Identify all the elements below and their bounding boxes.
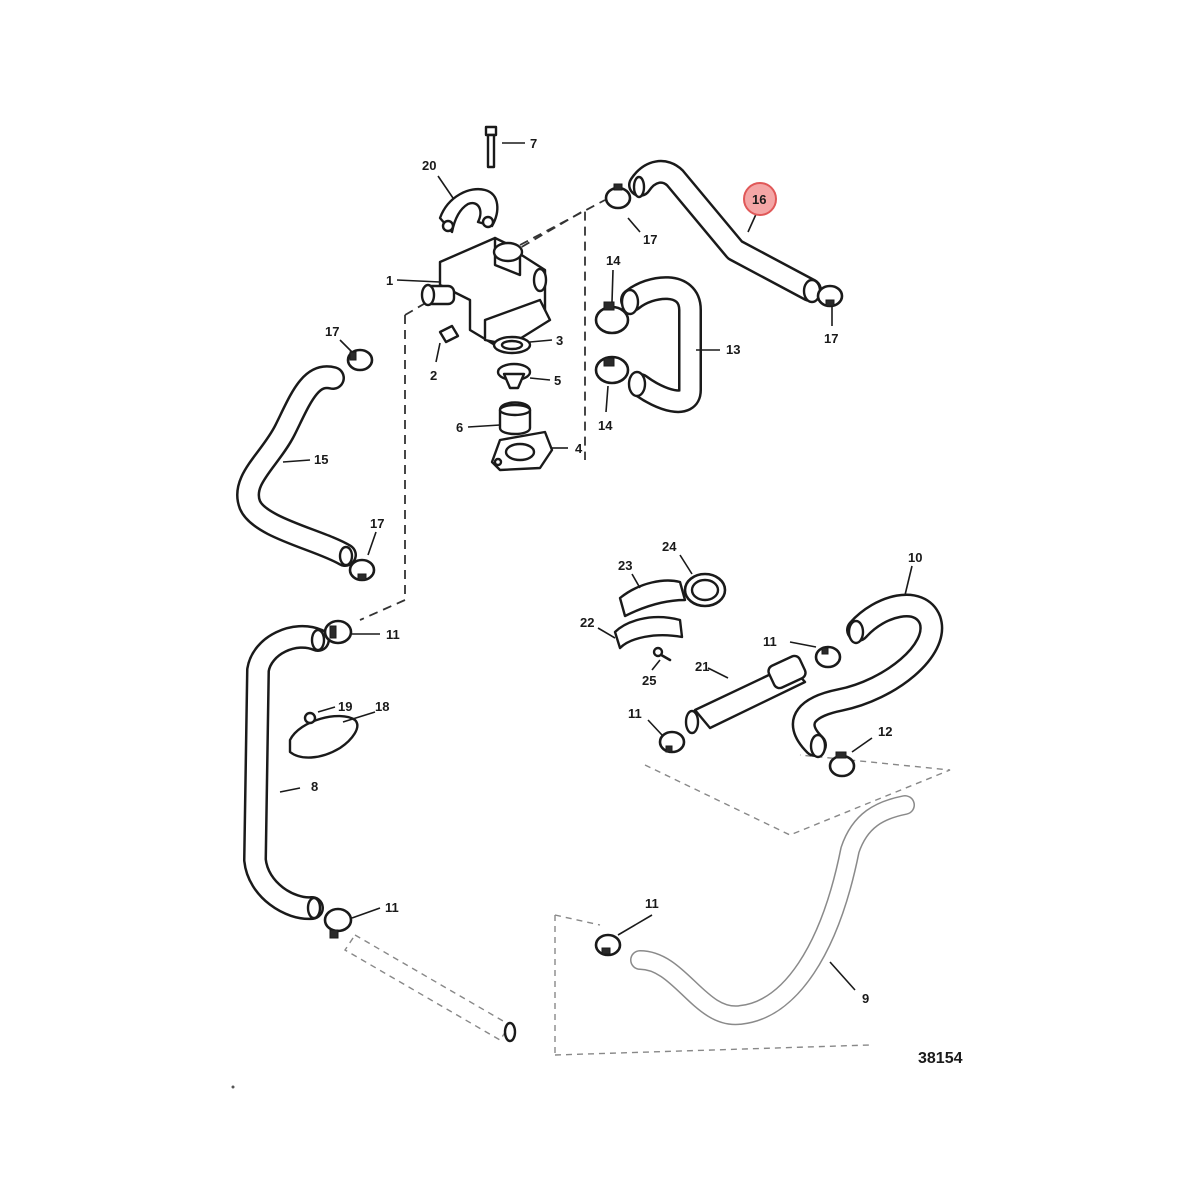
bracket-part-20 <box>437 175 499 234</box>
clamp-17-top <box>604 183 641 233</box>
clamp-12 <box>828 737 873 778</box>
bracket-part-22 <box>597 615 684 650</box>
callout-labels: 1 2 3 4 5 6 7 8 9 10 11 11 11 11 11 12 1… <box>311 136 922 1006</box>
callout-3: 3 <box>556 333 563 348</box>
clamp-14-upper <box>594 269 630 335</box>
screw-part-19 <box>303 706 336 725</box>
callout-23: 23 <box>618 558 632 573</box>
bolt-part-7 <box>484 125 525 169</box>
callout-11-left-upper: 11 <box>386 627 400 642</box>
hose-part-10 <box>791 565 944 759</box>
callout-7: 7 <box>530 136 537 151</box>
callout-14-lower: 14 <box>598 418 613 433</box>
callout-13: 13 <box>726 342 740 357</box>
callout-4: 4 <box>575 441 583 456</box>
callout-15: 15 <box>314 452 328 467</box>
gasket-part-3 <box>492 335 553 355</box>
callout-24: 24 <box>662 539 677 554</box>
thermostat-housing-part-1 <box>396 236 552 347</box>
upper-hose-part-16 <box>628 159 822 304</box>
callout-12: 12 <box>878 724 892 739</box>
callout-8: 8 <box>311 779 318 794</box>
clamp-11-tube <box>647 719 686 754</box>
callout-9: 9 <box>862 991 869 1006</box>
sleeve-part-23 <box>618 573 687 618</box>
clamp-11-left-lower <box>323 907 381 939</box>
callout-11-left-lower: 11 <box>385 900 399 915</box>
callout-11-bottom: 11 <box>645 896 659 911</box>
clamp-17-right <box>816 284 844 326</box>
callout-11-center: 11 <box>763 634 777 649</box>
highlight-circle-16 <box>743 182 777 216</box>
callout-17-right: 17 <box>824 331 838 346</box>
cover-part-4 <box>490 430 568 472</box>
callout-18: 18 <box>375 699 389 714</box>
figure-number: 38154 <box>918 1050 963 1067</box>
u-hose-part-13 <box>620 276 720 414</box>
lower-pipe-ghost <box>344 934 517 1043</box>
fitting-part-2 <box>435 324 460 363</box>
strap-part-18 <box>288 711 376 759</box>
callout-22: 22 <box>580 615 594 630</box>
callout-17-top: 17 <box>643 232 657 247</box>
tube-part-21 <box>684 654 807 735</box>
callout-17-left: 17 <box>325 324 339 339</box>
callout-25: 25 <box>642 673 656 688</box>
lower-hose-part-9 <box>630 795 915 1026</box>
long-hose-part-8 <box>243 624 330 921</box>
clamp-17-lower <box>348 531 377 582</box>
callout-14-upper: 14 <box>606 253 621 268</box>
callout-6: 6 <box>456 420 463 435</box>
callout-17-lower: 17 <box>370 516 384 531</box>
clamp-14-lower <box>594 355 630 413</box>
stray-mark <box>231 1085 235 1089</box>
left-hose-part-15 <box>236 365 357 567</box>
callout-19: 19 <box>338 699 352 714</box>
callout-2: 2 <box>430 368 437 383</box>
callout-16: 16 <box>752 192 766 207</box>
clamp-17-left <box>339 339 374 372</box>
callout-5: 5 <box>554 373 561 388</box>
callout-1: 1 <box>386 273 393 288</box>
thermostat-part-5 <box>496 362 551 390</box>
callout-11-tube: 11 <box>628 706 642 721</box>
clamp-11-bottom <box>594 914 653 957</box>
clamp-11-center <box>789 641 842 669</box>
callout-20: 20 <box>422 158 436 173</box>
clamp-part-24 <box>679 554 727 608</box>
clamp-11-left-upper <box>323 619 380 645</box>
assembly-guide-lines <box>359 199 951 1056</box>
screw-part-25 <box>651 646 672 671</box>
callout-21: 21 <box>695 659 709 674</box>
callout-10: 10 <box>908 550 922 565</box>
seal-part-6 <box>467 401 532 436</box>
